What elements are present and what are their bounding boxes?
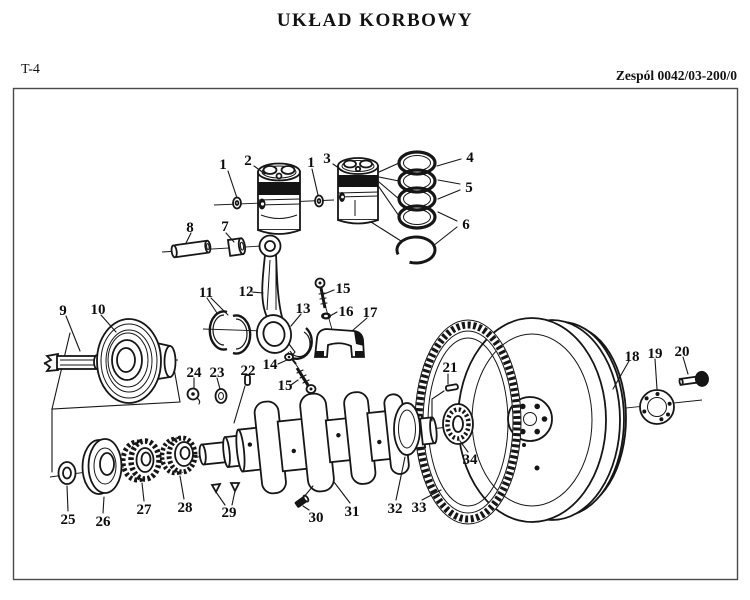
- part-number-label: 17: [363, 305, 379, 321]
- part-number-label: 29: [222, 505, 237, 521]
- small-end-bushing: [226, 237, 247, 257]
- part-number-label: 10: [91, 302, 106, 318]
- flywheel: [457, 317, 627, 523]
- part-number-label: 21: [443, 360, 458, 376]
- piston-sectioned: [337, 157, 379, 225]
- part-number-label: 3: [323, 151, 331, 167]
- part-number-label: 1: [219, 157, 227, 173]
- part-number-label: 15: [278, 378, 293, 394]
- oil-slinger-ring: [57, 461, 77, 485]
- part-number-label: 14: [263, 357, 279, 373]
- seal-ring: [393, 402, 421, 456]
- dowel-pin: [444, 383, 459, 392]
- circlip: [314, 194, 324, 208]
- crank-gear-large: [120, 438, 162, 483]
- part-number-label: 9: [59, 303, 67, 319]
- part-number-label: 33: [412, 500, 427, 516]
- part-number-label: 15: [336, 281, 351, 297]
- part-number-label: 2: [244, 153, 252, 169]
- part-number-label: 11: [199, 285, 213, 301]
- piston-rings: [370, 150, 437, 265]
- part-number-label: 24: [187, 365, 203, 381]
- part-number-label: 25: [61, 512, 76, 528]
- oil-plug: [294, 494, 310, 508]
- piston-pin: [170, 239, 212, 259]
- page-title: UKŁAD KORBOWY: [276, 10, 474, 31]
- part-number-label: 5: [465, 180, 473, 196]
- diagram-frame: [12, 87, 739, 581]
- key-pin: [244, 374, 251, 386]
- washer: [214, 388, 228, 404]
- part-number-label: 12: [239, 284, 254, 300]
- oil-ring-open: [395, 235, 437, 265]
- part-number-label: 27: [137, 502, 153, 518]
- part-number-label: 20: [675, 344, 690, 360]
- pilot-bearing: [442, 403, 474, 445]
- circlip: [232, 196, 242, 210]
- part-number-label: 31: [345, 504, 360, 520]
- pulley-bolt: [43, 352, 101, 373]
- bearing-shells: [208, 310, 252, 355]
- ring-fan-lines: [370, 162, 402, 242]
- part-number-label: 6: [462, 217, 470, 233]
- part-number-label: 28: [178, 500, 193, 516]
- part-number-label: 34: [463, 452, 479, 468]
- plug: [186, 387, 201, 405]
- cap-bolt-short: [284, 352, 297, 365]
- cap-bolt-top: [314, 277, 328, 309]
- part-number-label: 8: [186, 220, 194, 236]
- leader-lines: [65, 158, 689, 514]
- thrust-disc: [81, 438, 123, 495]
- cap-bolt-bottom: [295, 367, 317, 394]
- part-number-label: 32: [388, 501, 403, 517]
- main-bearing-cap: [314, 328, 365, 358]
- assembly-code: Zespól 0042/03-200/0: [615, 68, 737, 83]
- part-number-label: 30: [309, 510, 324, 526]
- part-number-label: 1: [307, 155, 315, 171]
- part-number-label: 13: [296, 301, 311, 317]
- part-number-label: 22: [241, 363, 256, 379]
- part-number-label: 16: [339, 304, 355, 320]
- connecting-rod: [256, 234, 292, 354]
- part-number-label: 26: [96, 514, 112, 530]
- crank-pulley: [96, 318, 177, 404]
- woodruff-keys: [210, 482, 241, 494]
- sheet-reference: T-4: [21, 62, 40, 77]
- crank-gear-small: [159, 435, 198, 476]
- part-number-label: 4: [466, 150, 474, 166]
- part-number-label: 23: [210, 365, 225, 381]
- flywheel-bolt: [678, 370, 709, 387]
- lock-plate: [639, 389, 675, 425]
- part-number-label: 18: [625, 349, 640, 365]
- part-number-label: 19: [648, 346, 663, 362]
- part-number-label: 7: [221, 219, 229, 235]
- piston: [257, 162, 301, 235]
- crankshaft: [198, 391, 438, 495]
- spring-washer: [321, 312, 331, 320]
